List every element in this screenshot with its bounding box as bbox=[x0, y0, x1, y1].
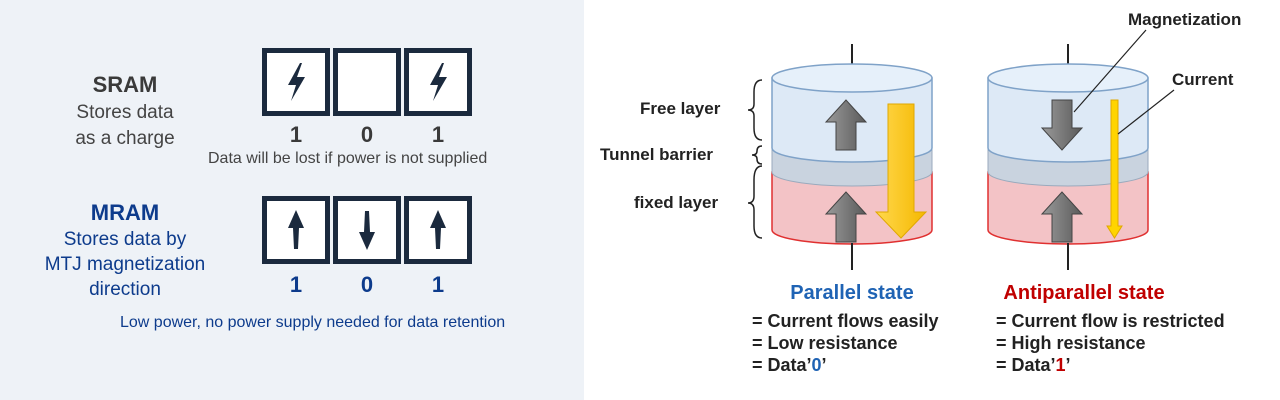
mram-bit-2: 0 bbox=[360, 272, 374, 297]
sram-note: Data will be lost if power is not suppli… bbox=[208, 150, 488, 167]
current-arrow-thin bbox=[1106, 99, 1123, 239]
sram-desc-line2: as a charge bbox=[75, 128, 175, 149]
magnetization-down-arrow bbox=[1040, 99, 1084, 151]
mram-desc-line3: direction bbox=[89, 279, 161, 300]
parallel-state-title: Parallel state bbox=[790, 282, 914, 304]
mram-desc-line2: MTJ magnetization bbox=[44, 254, 206, 275]
magnetization-up-arrow bbox=[824, 191, 868, 243]
lightning-icon bbox=[288, 63, 305, 101]
memory-comparison-panel: SRAM Stores data as a charge 1 0 1 Data … bbox=[0, 0, 584, 400]
sram-bit-3: 1 bbox=[431, 122, 445, 147]
sram-cell-3 bbox=[404, 48, 472, 116]
arrow-down-icon bbox=[359, 211, 375, 250]
tunnel-barrier-label: Tunnel barrier bbox=[600, 145, 714, 164]
antiparallel-state-line1: = Current flow is restricted bbox=[996, 311, 1225, 331]
antiparallel-state-line3: = Data’1’ bbox=[996, 355, 1071, 375]
sram-title: SRAM bbox=[92, 72, 158, 97]
sram-cell-1 bbox=[262, 48, 330, 116]
mram-note: Low power, no power supply needed for da… bbox=[120, 314, 506, 331]
antiparallel-data-value: 1 bbox=[1055, 355, 1066, 375]
parallel-state-line2: = Low resistance bbox=[752, 333, 898, 353]
magnetization-callout-line bbox=[1073, 29, 1147, 113]
mram-title: MRAM bbox=[90, 200, 160, 225]
layer-braces bbox=[747, 79, 763, 239]
sram-bit-2: 0 bbox=[360, 122, 374, 147]
parallel-state-line1: = Current flows easily bbox=[752, 311, 939, 331]
sram-desc-line1: Stores data bbox=[76, 102, 174, 123]
lightning-icon bbox=[430, 63, 447, 101]
parallel-state-line3: = Data’0’ bbox=[752, 355, 827, 375]
antiparallel-state-title: Antiparallel state bbox=[1003, 282, 1165, 304]
mtj-diagram bbox=[747, 29, 1175, 270]
mram-bit-1: 1 bbox=[289, 272, 303, 297]
magnetization-up-arrow bbox=[1040, 191, 1084, 243]
sram-cell-2 bbox=[333, 48, 401, 116]
sram-bit-1: 1 bbox=[289, 122, 303, 147]
magnetization-callout: Magnetization bbox=[1128, 10, 1242, 29]
arrow-up-icon bbox=[430, 210, 446, 249]
arrow-up-icon bbox=[288, 210, 304, 249]
current-callout: Current bbox=[1172, 70, 1234, 89]
mram-cell-3 bbox=[404, 196, 472, 264]
antiparallel-mtj-cylinder bbox=[987, 44, 1149, 270]
mtj-state-panel: Free layer Tunnel barrier fixed layer Ma… bbox=[600, 0, 1280, 400]
mram-desc-line1: Stores data by bbox=[63, 229, 187, 250]
parallel-data-value: 0 bbox=[811, 355, 822, 375]
current-callout-line bbox=[1117, 89, 1175, 135]
mram-bit-3: 1 bbox=[431, 272, 445, 297]
mram-cell-1 bbox=[262, 196, 330, 264]
antiparallel-state-line2: = High resistance bbox=[996, 333, 1146, 353]
mram-cell-2 bbox=[333, 196, 401, 264]
parallel-mtj-cylinder bbox=[771, 44, 933, 270]
free-layer-label: Free layer bbox=[640, 99, 721, 118]
fixed-layer-label: fixed layer bbox=[634, 193, 719, 212]
current-arrow-large bbox=[874, 103, 928, 239]
magnetization-up-arrow bbox=[824, 99, 868, 151]
